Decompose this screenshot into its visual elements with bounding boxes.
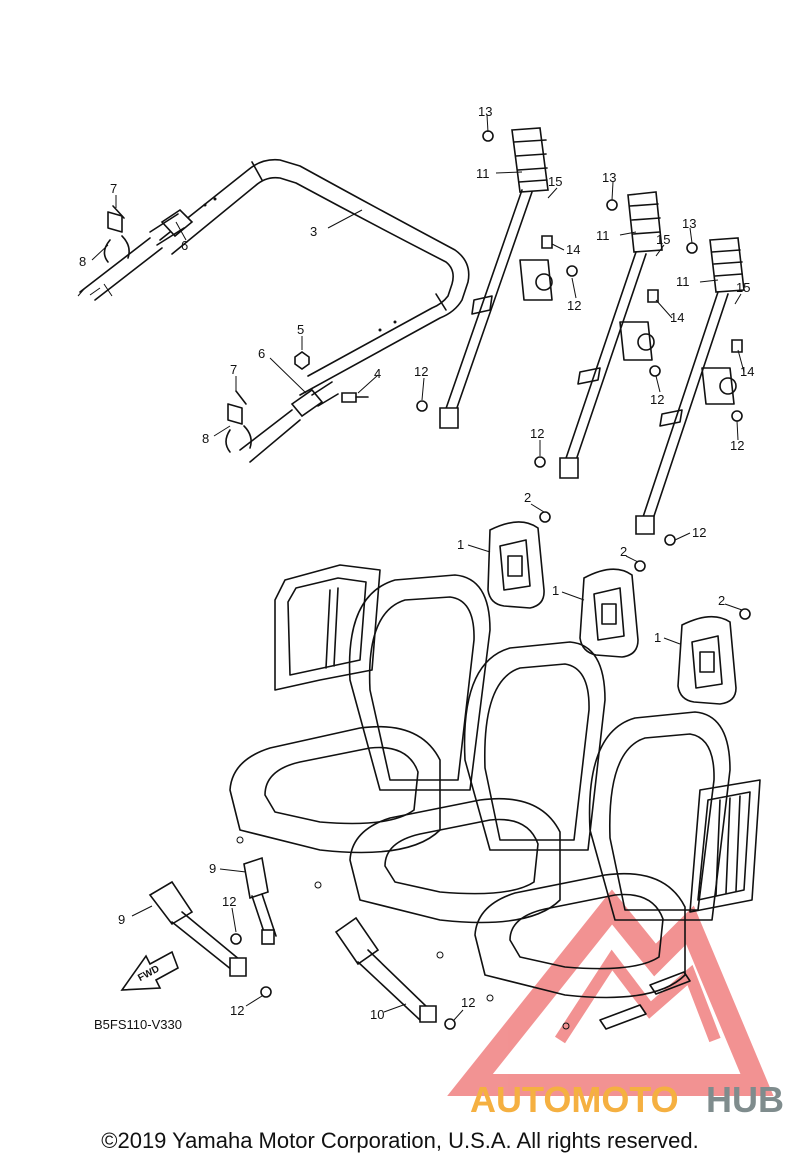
callout-6: 6 (258, 346, 265, 361)
headrest-right-part-1 (677, 615, 737, 705)
callout-13: 13 (478, 104, 492, 119)
callout-12: 12 (650, 392, 664, 407)
sleeve-upper-part-6 (77, 205, 194, 301)
watermark-triangle (447, 889, 774, 1096)
callout-13: 13 (602, 170, 616, 185)
callout-1: 1 (457, 537, 464, 552)
watermark-text: AUTOMOTO HUB (470, 1079, 784, 1120)
buckle-right-part-10 (334, 916, 437, 1023)
roll-bar-part-3 (159, 158, 470, 396)
callout-10: 10 (370, 1007, 384, 1022)
callout-15: 15 (736, 280, 750, 295)
callout-3: 3 (310, 224, 317, 239)
callout-6: 6 (181, 238, 188, 253)
callout-2: 2 (718, 593, 725, 608)
seat-belt-left-part-11 (439, 127, 553, 429)
callout-15: 15 (548, 174, 562, 189)
callout-12: 12 (461, 995, 475, 1010)
callout-11: 11 (676, 274, 690, 289)
callout-14: 14 (740, 364, 754, 379)
callout-14: 14 (566, 242, 580, 257)
callout-4: 4 (374, 366, 381, 381)
watermark-text-hub: HUB (706, 1079, 784, 1120)
sleeve-lower-part-6 (225, 351, 369, 463)
callout-7: 7 (110, 181, 117, 196)
fwd-arrow-icon: FWD (120, 950, 179, 991)
buckle-center-part-9 (243, 856, 277, 945)
callout-9: 9 (118, 912, 125, 927)
callout-2: 2 (524, 490, 531, 505)
callout-11: 11 (476, 166, 490, 181)
callout-14: 14 (670, 310, 684, 325)
callout-5: 5 (297, 322, 304, 337)
callout-12: 12 (692, 525, 706, 540)
headrest-left-part-1 (487, 521, 545, 609)
seat-belt-right-part-11 (635, 237, 745, 535)
callout-8: 8 (79, 254, 86, 269)
seat-belt-center-part-11 (559, 191, 663, 479)
bolts (230, 130, 751, 1030)
callout-12: 12 (567, 298, 581, 313)
callout-1: 1 (654, 630, 661, 645)
callout-7: 7 (230, 362, 237, 377)
diagram-code: B5FS110-V330 (94, 1017, 182, 1032)
headrest-center-part-1 (579, 568, 639, 658)
copyright-text: ©2019 Yamaha Motor Corporation, U.S.A. A… (101, 1128, 699, 1153)
buckle-left-part-9 (148, 880, 247, 977)
leader-lines (91, 114, 745, 1021)
watermark-logo (447, 889, 774, 1096)
callout-13: 13 (682, 216, 696, 231)
callout-8: 8 (202, 431, 209, 446)
callout-15: 15 (656, 232, 670, 247)
callout-12: 12 (414, 364, 428, 379)
callout-9: 9 (209, 861, 216, 876)
callout-1: 1 (552, 583, 559, 598)
callout-11: 11 (596, 228, 610, 243)
callout-12: 12 (530, 426, 544, 441)
callout-12: 12 (230, 1003, 244, 1018)
watermark-text-automoto: AUTOMOTO (470, 1079, 679, 1120)
seat-bench (229, 564, 761, 1030)
callout-12: 12 (222, 894, 236, 909)
callout-12: 12 (730, 438, 744, 453)
callout-labels: 13 11 15 14 12 13 11 15 14 12 13 11 15 1… (79, 104, 754, 1032)
callout-2: 2 (620, 544, 627, 559)
